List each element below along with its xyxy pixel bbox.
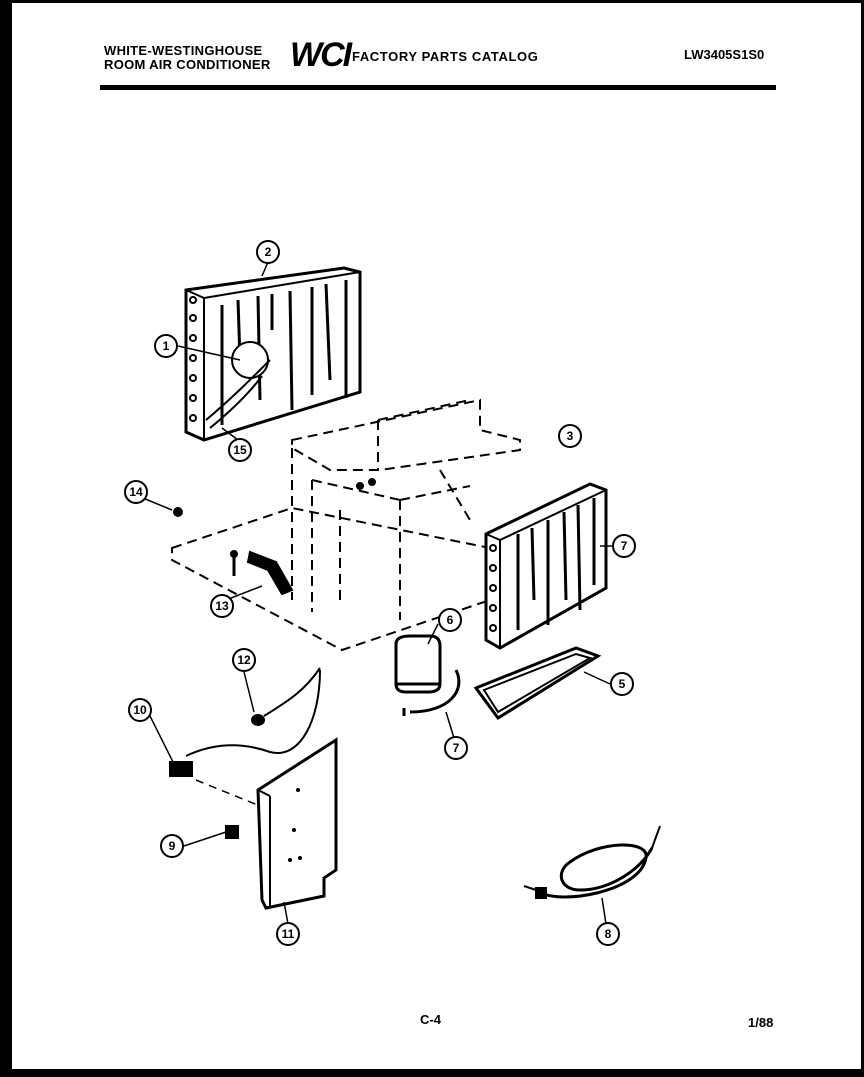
thermostat-bulb-part	[251, 667, 321, 726]
callout-1: 1	[154, 334, 178, 358]
callout-15-number: 15	[233, 443, 247, 457]
callout-11-number: 11	[282, 927, 295, 941]
callout-14-number: 14	[129, 485, 143, 499]
clip-part	[225, 825, 239, 839]
bracket-part	[230, 550, 294, 596]
base-pan-details	[356, 478, 376, 490]
capacitor-part	[394, 634, 442, 694]
evaporator-coil-part	[184, 266, 362, 442]
callout-10-number: 10	[133, 703, 147, 717]
callout-8-number: 8	[605, 927, 612, 941]
callout-7b-number: 7	[453, 741, 460, 755]
brand-block: WHITE-WESTINGHOUSE ROOM AIR CONDITIONER	[104, 44, 271, 72]
catalog-title: FACTORY PARTS CATALOG	[352, 49, 539, 64]
control-panel-part	[256, 737, 338, 910]
callout-5-number: 5	[619, 677, 626, 691]
page-label: C-4	[420, 1012, 441, 1027]
date-code: 1/88	[748, 1015, 774, 1030]
callout-12-number: 12	[237, 653, 251, 667]
callout-3: 3	[558, 424, 582, 448]
air-filter-part	[473, 646, 602, 721]
callout-9: 9	[160, 834, 184, 858]
callout-15: 15	[228, 438, 252, 462]
tube-part	[402, 669, 461, 716]
callout-14: 14	[124, 480, 148, 504]
callout-8: 8	[596, 922, 620, 946]
model-number: LW3405S1S0	[684, 47, 765, 62]
screw-part	[173, 507, 183, 517]
power-cord-part	[523, 825, 661, 899]
callout-6: 6	[438, 608, 462, 632]
brand-line-2: ROOM AIR CONDITIONER	[104, 57, 271, 72]
switch-part	[169, 669, 321, 777]
leader-lines	[137, 261, 614, 925]
callout-10: 10	[128, 698, 152, 722]
callout-2-number: 2	[265, 245, 272, 259]
callout-7a-number: 7	[621, 539, 628, 553]
brand-line-1: WHITE-WESTINGHOUSE	[104, 43, 263, 58]
header-rule	[100, 85, 776, 90]
callout-11: 11	[276, 922, 300, 946]
callout-9-number: 9	[169, 839, 176, 853]
callout-12: 12	[232, 648, 256, 672]
callout-13: 13	[210, 594, 234, 618]
callout-5: 5	[610, 672, 634, 696]
condenser-coil-part	[484, 482, 608, 650]
callout-2: 2	[256, 240, 280, 264]
callout-7a: 7	[612, 534, 636, 558]
callout-7b: 7	[444, 736, 468, 760]
base-pan-part	[171, 398, 521, 652]
callout-13-number: 13	[215, 599, 229, 613]
callout-3-number: 3	[567, 429, 574, 443]
callout-1-number: 1	[163, 339, 170, 353]
wci-logo: WCI	[290, 36, 352, 74]
callout-6-number: 6	[447, 613, 454, 627]
